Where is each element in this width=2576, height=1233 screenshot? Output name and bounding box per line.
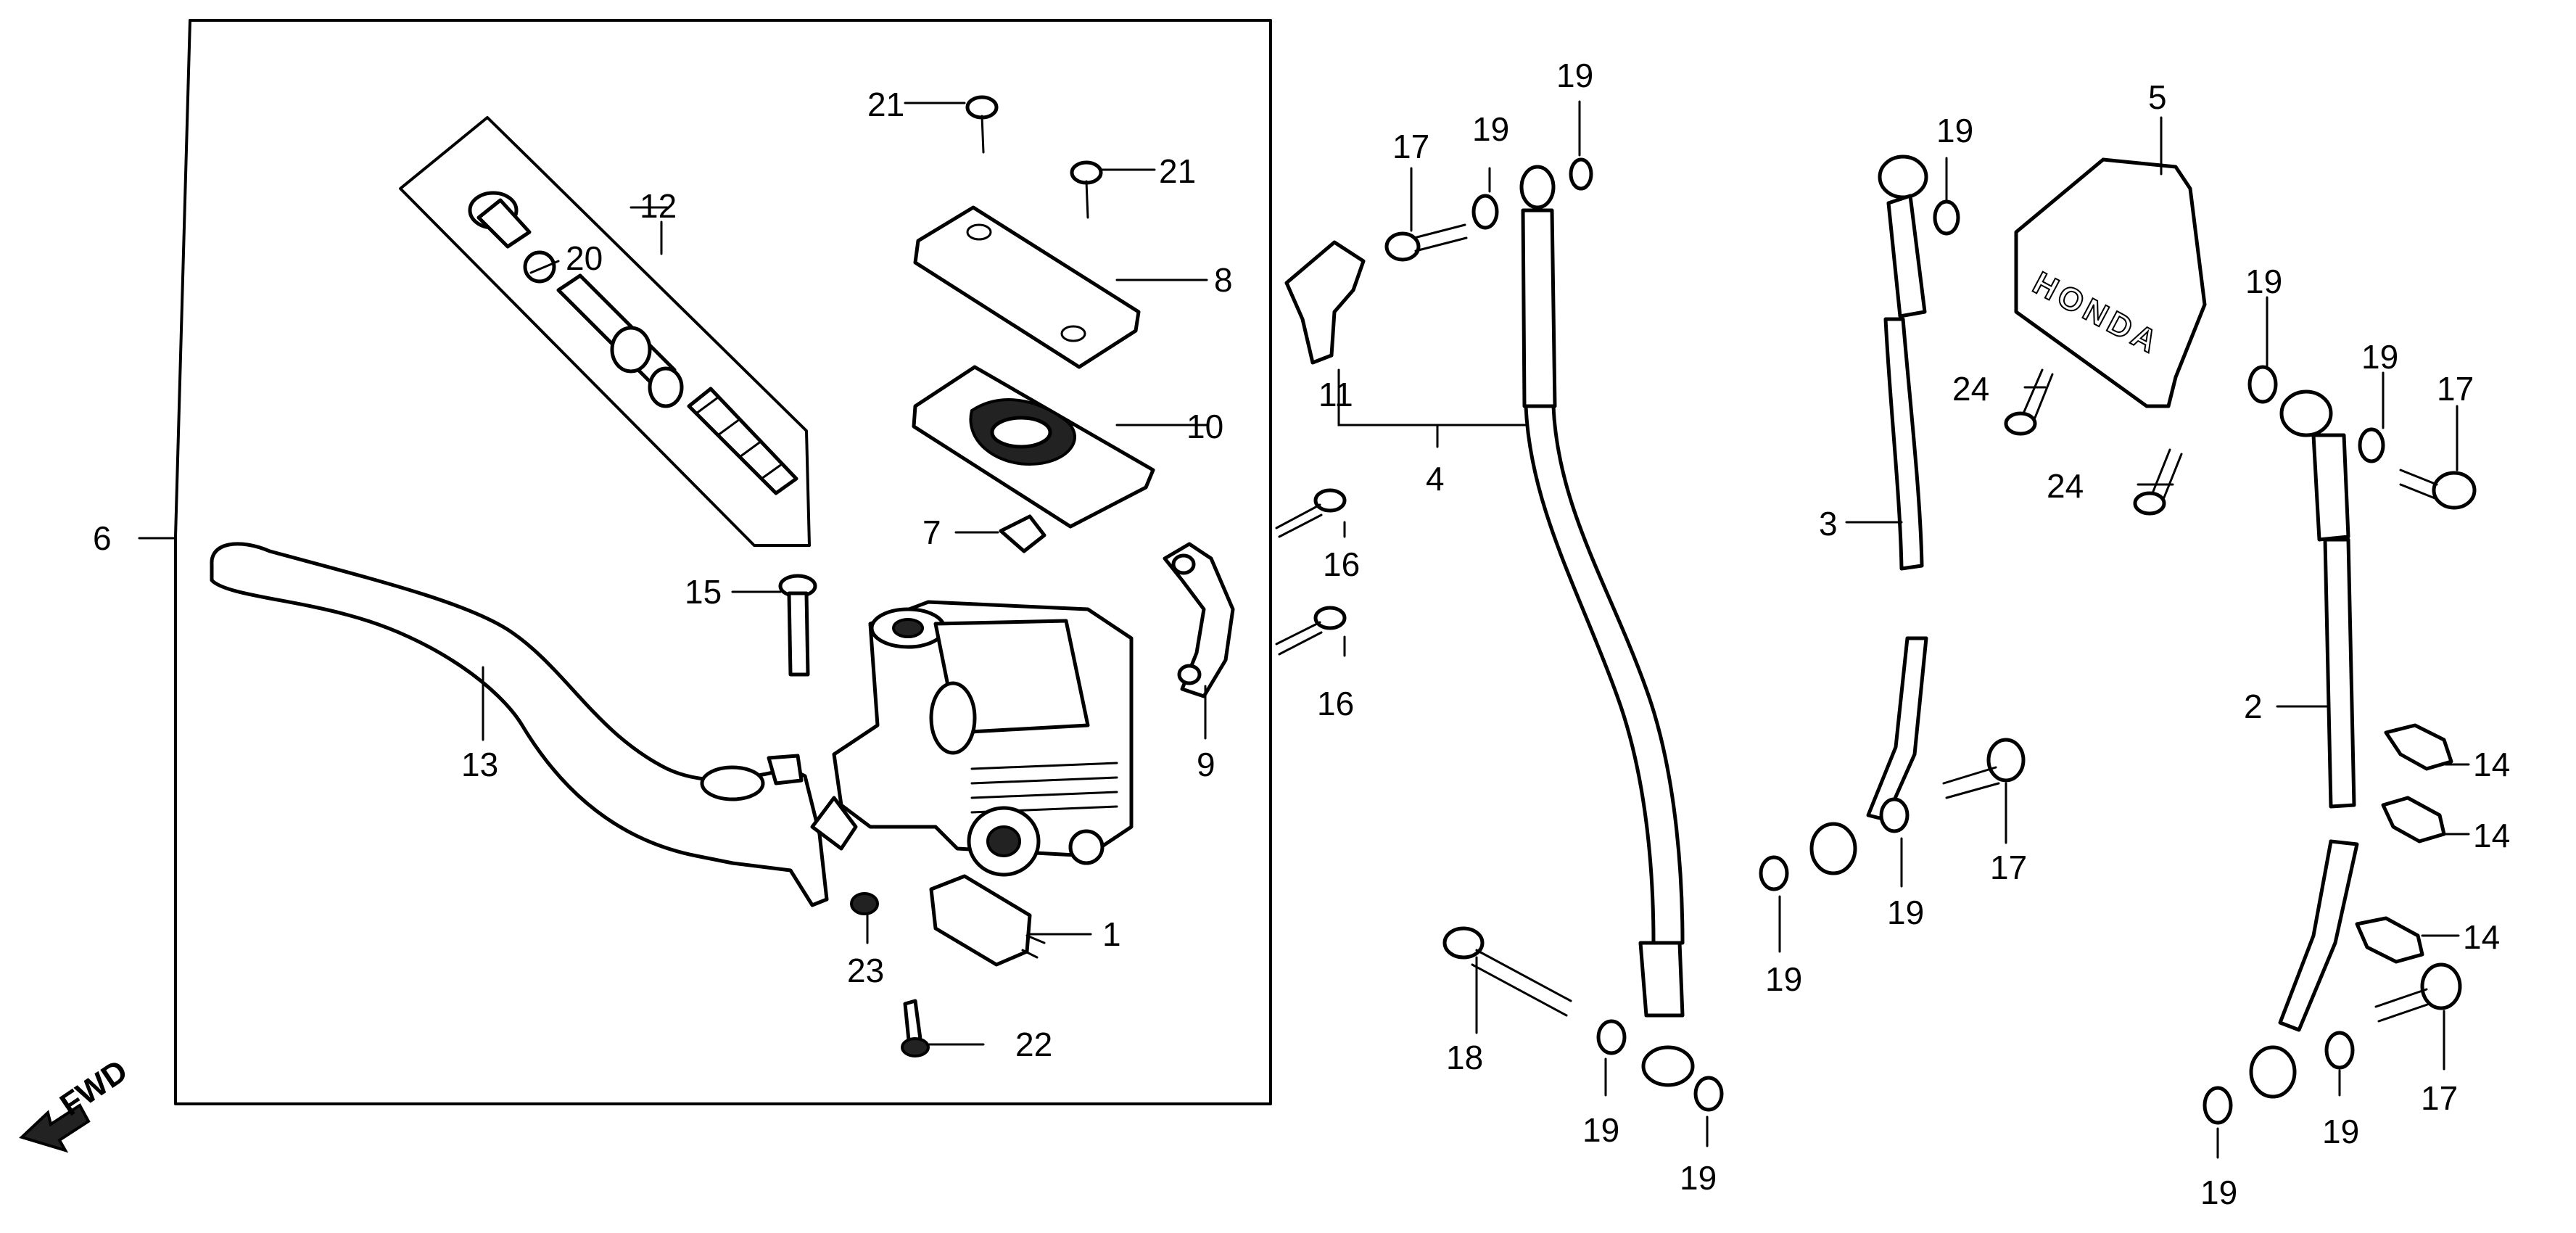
label-part-19-h: 19 xyxy=(2245,263,2282,300)
piston-kit-parts xyxy=(468,191,798,495)
leader-lines xyxy=(138,100,2470,1159)
label-part-17-middle: 17 xyxy=(1990,849,2027,886)
joint-cover-5: HONDA xyxy=(2014,157,2207,408)
label-part-2: 2 xyxy=(2244,688,2263,725)
banjo-cap-11 xyxy=(1284,240,1366,365)
banjo-bolt-17-middle xyxy=(1942,738,2026,799)
label-part-21-top: 21 xyxy=(867,86,904,123)
label-part-11: 11 xyxy=(1318,376,1353,413)
label-part-16-lower: 16 xyxy=(1317,685,1354,722)
label-part-9: 9 xyxy=(1197,746,1215,783)
washer-19-e-shape xyxy=(1933,199,1960,236)
bolt-16-upper xyxy=(1275,488,1347,538)
label-part-8: 8 xyxy=(1214,261,1233,299)
clip-14-a xyxy=(2384,723,2453,771)
label-part-15: 15 xyxy=(685,573,722,611)
label-part-10: 10 xyxy=(1186,408,1223,445)
clip-14-b xyxy=(2381,796,2446,844)
pivot-bolt-15 xyxy=(778,574,817,677)
brake-hose-4 xyxy=(1519,165,1695,1087)
label-part-19-j: 19 xyxy=(2322,1113,2359,1150)
banjo-bolt-17-right xyxy=(2399,469,2477,510)
screw-22 xyxy=(901,999,930,1057)
label-part-19-f: 19 xyxy=(1765,960,1802,998)
forward-arrow-icon xyxy=(19,1103,91,1153)
label-part-17-bottom: 17 xyxy=(2421,1079,2458,1117)
label-part-20: 20 xyxy=(566,239,603,277)
washer-19-h-shape xyxy=(2247,365,2278,404)
reservoir-cap xyxy=(913,205,1141,369)
label-part-18: 18 xyxy=(1446,1039,1483,1076)
label-part-19-a: 19 xyxy=(1472,110,1509,148)
label-part-6: 6 xyxy=(93,519,112,557)
label-part-14-b: 14 xyxy=(2473,817,2510,854)
label-part-19-d: 19 xyxy=(1680,1159,1717,1197)
washer-19-i-shape xyxy=(2358,427,2385,463)
brake-lever xyxy=(210,542,829,907)
piston-kit-frame xyxy=(399,116,811,547)
master-cylinder-assembly-box xyxy=(174,19,1272,1105)
bolt-18 xyxy=(1442,926,1572,1017)
label-part-16-upper: 16 xyxy=(1323,545,1360,583)
washer-19-b-shape xyxy=(1569,157,1593,191)
brake-hose-2 xyxy=(2249,389,2359,1099)
washer-19-f-shape xyxy=(1759,855,1789,891)
label-part-13: 13 xyxy=(461,746,498,783)
banjo-bolt-17-top xyxy=(1384,223,1468,262)
washer-19-c-shape xyxy=(1596,1019,1627,1055)
label-part-5: 5 xyxy=(2148,78,2167,116)
bolt-24-a xyxy=(2004,368,2054,436)
label-part-7: 7 xyxy=(922,514,941,551)
washer-19-j-shape xyxy=(2324,1031,2355,1070)
bolt-24-b xyxy=(2133,448,2183,516)
label-part-17-top: 17 xyxy=(1392,128,1429,165)
label-part-23: 23 xyxy=(847,952,884,989)
label-part-3: 3 xyxy=(1819,505,1838,543)
master-cylinder-body xyxy=(810,600,1134,877)
washer-19-d-shape xyxy=(1693,1076,1724,1112)
label-part-19-c: 19 xyxy=(1582,1111,1619,1149)
brake-switch xyxy=(929,874,1046,967)
label-part-21-right: 21 xyxy=(1159,152,1196,190)
label-part-24-a: 24 xyxy=(1952,370,1989,408)
washer-19-k-shape xyxy=(2203,1086,2233,1125)
holder-bracket xyxy=(1163,542,1235,698)
screw-21-right xyxy=(1070,160,1103,219)
nut-23 xyxy=(850,892,879,915)
bolt-16-lower xyxy=(1275,606,1347,656)
label-part-19-b: 19 xyxy=(1556,57,1593,94)
banjo-bolt-17-bottom xyxy=(2374,962,2462,1023)
label-part-12: 12 xyxy=(640,187,677,225)
label-part-19-i: 19 xyxy=(2361,338,2398,376)
washer-19-g-shape xyxy=(1879,797,1910,833)
clip-14-c xyxy=(2355,916,2424,964)
screw-21-top xyxy=(965,95,999,154)
label-part-19-k: 19 xyxy=(2200,1174,2237,1211)
clip-7 xyxy=(999,514,1046,553)
washer-19-a-shape xyxy=(1471,194,1499,230)
label-part-19-g: 19 xyxy=(1887,894,1924,931)
label-part-19-e: 19 xyxy=(1936,112,1973,149)
label-part-24-b: 24 xyxy=(2047,467,2084,505)
label-part-1: 1 xyxy=(1102,915,1121,953)
label-part-22: 22 xyxy=(1015,1026,1052,1063)
label-part-4: 4 xyxy=(1426,460,1445,498)
diaphragm-plate xyxy=(912,365,1155,529)
label-part-14-a: 14 xyxy=(2473,746,2510,783)
label-part-14-c: 14 xyxy=(2463,918,2500,956)
label-part-17-right: 17 xyxy=(2437,370,2474,408)
forward-direction-label: FWD xyxy=(54,1053,133,1123)
